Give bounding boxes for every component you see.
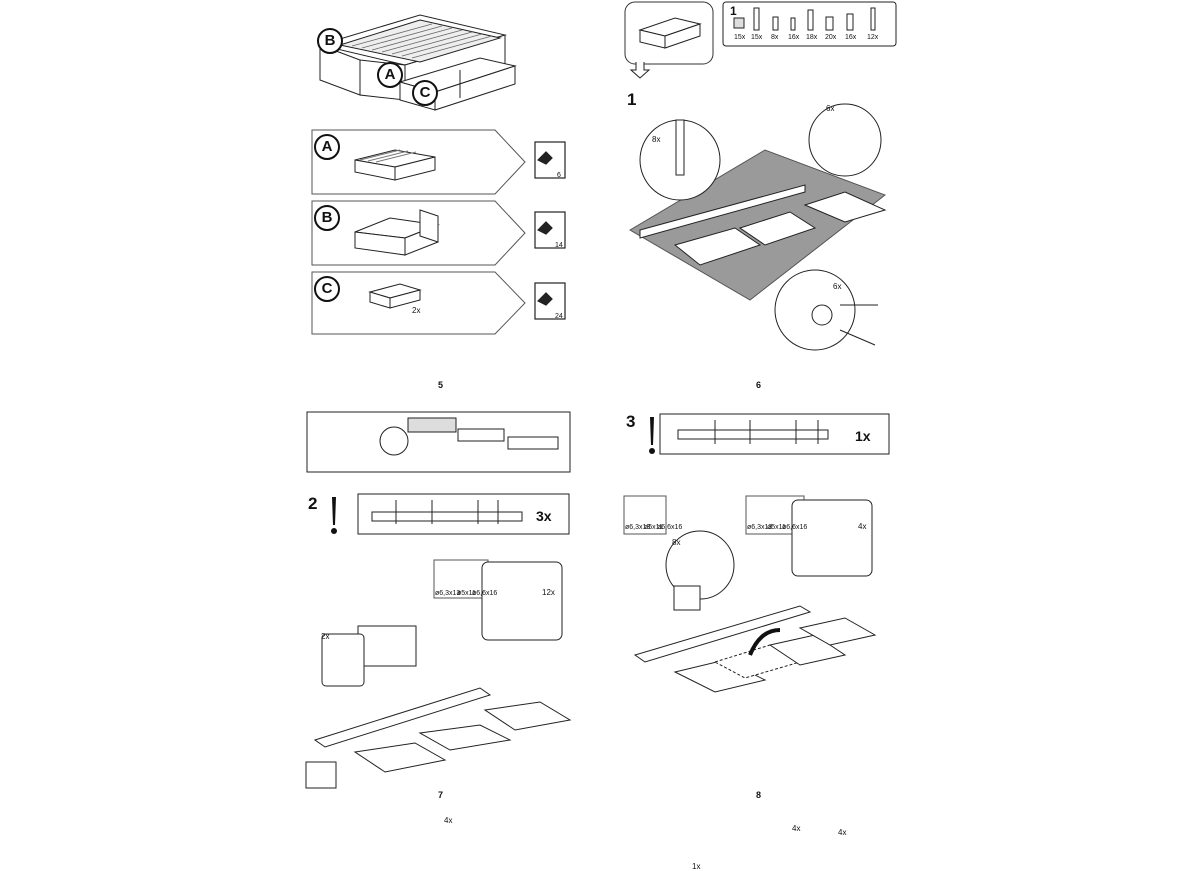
page-ref-b: 14 [555, 242, 563, 249]
step-number: 2 [308, 494, 318, 513]
parts-label: 1 [730, 4, 737, 18]
page-8: 3 1x ø6,3x13 ø5x11 ø6,6x16 ø6,3x13 ø5x11… [600, 400, 1200, 800]
part-qty-8: 12x [867, 34, 879, 41]
section-box-b [311, 200, 526, 266]
callout-8x: 8x [672, 538, 681, 547]
box-thumbnail [624, 1, 714, 79]
overview-letter-b: B [317, 28, 343, 54]
callout-4x: 4x [858, 522, 867, 531]
section-letter-a: A [314, 134, 340, 160]
screw-label-left-2: ø5x11 [644, 524, 663, 531]
section-c-qty: 2x [412, 306, 421, 315]
screw-label-left-3: ø6,6x16 [657, 524, 683, 531]
page-ref-c: 24 [555, 313, 563, 320]
rail-callout-1: 4x [444, 816, 453, 825]
page-number: 5 [438, 380, 444, 390]
step-number: 3 [626, 412, 636, 431]
step-2-rail-box [357, 493, 570, 535]
step-number: 1 [627, 90, 637, 109]
step-3-assembly [623, 495, 877, 693]
booklet-icons [534, 141, 566, 320]
assembly-drawing [629, 103, 887, 351]
section-letter-b: B [314, 205, 340, 231]
part-qty-5: 18x [806, 34, 818, 41]
callout-dowel-qty: 8x [652, 135, 661, 144]
page-6-illustrations [624, 1, 897, 351]
page-number: 7 [438, 790, 444, 800]
part-qty-6: 20x [825, 34, 837, 41]
screw-label-1: ø6,3x13 [435, 590, 461, 597]
rail-callout-4: 1x [692, 862, 701, 871]
warning-icon [649, 417, 655, 454]
page-number: 6 [756, 380, 762, 390]
overview-letter-a: A [377, 62, 403, 88]
screw-label-left-1: ø6,3x13 [625, 524, 651, 531]
rail-callout-2: 4x [792, 824, 801, 833]
rail-instruction-box [306, 411, 571, 473]
page-6: 1 15x 15x 8x 16x 18x 20x 16x 12x 1 8x 6x… [600, 0, 1200, 400]
callout-12x: 12x [542, 588, 555, 597]
part-qty-3: 8x [771, 34, 779, 41]
page-5: B A C A B C 2x 6 14 24 5 [300, 0, 900, 400]
page-ref-a: 6 [557, 172, 561, 179]
step-qty: 3x [536, 508, 552, 524]
section-box-c [311, 271, 526, 335]
warning-icon [331, 497, 337, 534]
parts-list-box [722, 1, 897, 47]
screw-label-right-1: ø6,3x13 [747, 524, 773, 531]
screw-label-right-3: ø6,6x16 [782, 524, 808, 531]
part-qty-7: 16x [845, 34, 857, 41]
section-box-a [311, 129, 526, 195]
callout-2x: 2x [321, 632, 330, 641]
page-5-illustrations [311, 14, 566, 335]
part-qty-4: 16x [788, 34, 800, 41]
screw-label-2: ø5x11 [457, 590, 476, 597]
callout-wheel-qty: 6x [833, 282, 842, 291]
part-qty-1: 15x [734, 34, 746, 41]
callout-pin-qty: 6x [826, 104, 835, 113]
step-3-rail-box [659, 413, 890, 455]
part-qty-2: 15x [751, 34, 763, 41]
step-qty: 1x [855, 428, 871, 444]
rail-callout-3: 4x [838, 828, 847, 837]
overview-letter-c: C [412, 80, 438, 106]
page-number: 8 [756, 790, 762, 800]
page-7-illustrations [305, 411, 572, 789]
page-8-illustrations [623, 413, 890, 693]
page-7: 4x 4x 4x 1x 2 3x ø6,3x13 ø5x11 ø6,6x16 1… [300, 400, 900, 871]
section-letter-c: C [314, 276, 340, 302]
screw-label-3: ø6,6x16 [472, 590, 498, 597]
screw-label-right-2: ø5x11 [767, 524, 786, 531]
step-2-assembly [305, 559, 572, 789]
